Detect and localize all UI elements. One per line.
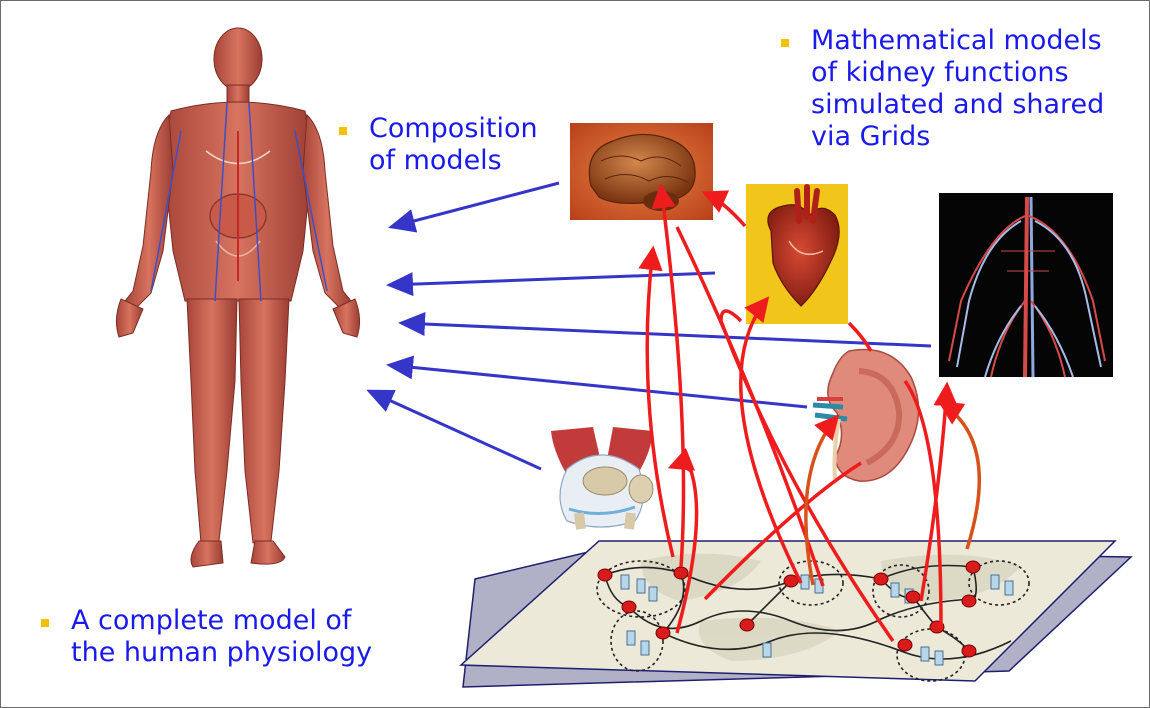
vascular-system-image [939,193,1113,377]
bullet-text: Mathematical models of kidney functions … [811,25,1104,153]
bullet-marker [781,39,789,47]
bullet-composition-of-models: Composition of models [339,113,538,177]
red-arrow-node-brain-2 [647,249,673,557]
knee-joint-image [551,427,653,529]
kidney-image [813,349,919,481]
bullet-kidney-models: Mathematical models of kidney functions … [781,25,1104,153]
bullet-complete-model: A complete model of the human physiology [41,605,372,669]
bullet-text: A complete model of the human physiology [71,605,372,669]
bullet-marker [339,127,347,135]
heart-image [746,184,848,324]
bullet-text: Composition of models [369,113,538,177]
blue-arrow-brain [391,183,559,227]
blue-arrow-kidney [389,365,807,407]
blue-arrow-knee [369,391,541,469]
grid-network [461,541,1131,687]
brain-image [570,123,713,220]
red-arrow-heart-kidney [849,323,871,351]
bullet-marker [41,619,49,627]
blue-arrow-heart [389,273,715,285]
orange-arrow-grid-vascular [941,403,979,549]
human-body-illustration [116,28,359,567]
